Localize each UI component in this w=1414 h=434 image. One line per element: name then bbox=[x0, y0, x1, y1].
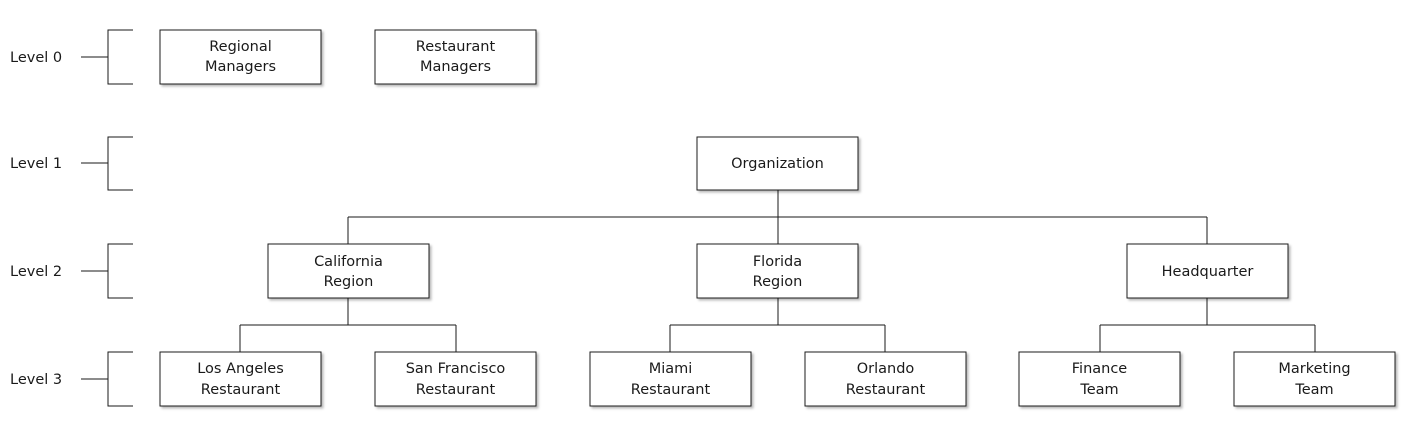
level-0-marker: Level 0 bbox=[10, 29, 133, 85]
edge-california-children bbox=[239, 298, 457, 352]
node-los-angeles-restaurant-line-1: Los Angeles bbox=[197, 361, 284, 377]
node-restaurant-managers-line-1: Restaurant bbox=[416, 39, 496, 55]
level-3-marker: Level 3 bbox=[10, 351, 133, 407]
level-2-label: Level 2 bbox=[10, 264, 62, 280]
node-california-region: California Region bbox=[267, 243, 430, 299]
node-california-region-line-1: California bbox=[314, 254, 383, 270]
level-1-bracket bbox=[81, 136, 133, 191]
node-regional-managers-line-2: Managers bbox=[205, 59, 276, 75]
node-los-angeles-restaurant-line-2: Restaurant bbox=[201, 382, 281, 398]
node-marketing-team: Marketing Team bbox=[1233, 351, 1396, 407]
node-finance-team-line-1: Finance bbox=[1072, 361, 1128, 377]
edge-organization-children bbox=[347, 190, 1208, 244]
node-regional-managers: Regional Managers bbox=[159, 29, 322, 85]
node-miami-restaurant-line-1: Miami bbox=[649, 361, 693, 377]
node-california-region-line-2: Region bbox=[324, 274, 374, 290]
node-orlando-restaurant-line-1: Orlando bbox=[857, 361, 915, 377]
node-orlando-restaurant-line-2: Restaurant bbox=[846, 382, 926, 398]
level-1-label: Level 1 bbox=[10, 156, 62, 172]
node-miami-restaurant-line-2: Restaurant bbox=[631, 382, 711, 398]
edge-florida-children bbox=[669, 298, 886, 352]
node-restaurant-managers: Restaurant Managers bbox=[374, 29, 537, 85]
level-0-bracket bbox=[81, 29, 133, 85]
edge-headquarter-children bbox=[1099, 298, 1316, 352]
node-san-francisco-restaurant-line-1: San Francisco bbox=[406, 361, 506, 377]
node-organization: Organization bbox=[696, 136, 859, 191]
node-miami-restaurant: Miami Restaurant bbox=[589, 351, 752, 407]
level-2-marker: Level 2 bbox=[10, 243, 133, 299]
node-florida-region: Florida Region bbox=[696, 243, 859, 299]
node-marketing-team-line-1: Marketing bbox=[1278, 361, 1350, 377]
node-finance-team: Finance Team bbox=[1018, 351, 1181, 407]
node-los-angeles-restaurant: Los Angeles Restaurant bbox=[159, 351, 322, 407]
level-2-bracket bbox=[81, 243, 133, 299]
node-orlando-restaurant: Orlando Restaurant bbox=[804, 351, 967, 407]
level-1-marker: Level 1 bbox=[10, 136, 133, 191]
node-san-francisco-restaurant-line-2: Restaurant bbox=[416, 382, 496, 398]
level-0-label: Level 0 bbox=[10, 50, 62, 66]
node-headquarter-line-1: Headquarter bbox=[1162, 264, 1254, 280]
node-restaurant-managers-line-2: Managers bbox=[420, 59, 491, 75]
node-florida-region-line-1: Florida bbox=[753, 254, 802, 270]
node-florida-region-line-2: Region bbox=[753, 274, 803, 290]
node-finance-team-line-2: Team bbox=[1079, 382, 1118, 398]
node-headquarter: Headquarter bbox=[1126, 243, 1289, 299]
node-san-francisco-restaurant: San Francisco Restaurant bbox=[374, 351, 537, 407]
node-marketing-team-line-2: Team bbox=[1294, 382, 1333, 398]
level-3-bracket bbox=[81, 351, 133, 407]
node-organization-line-1: Organization bbox=[731, 156, 824, 172]
connector-lines bbox=[239, 190, 1316, 352]
level-3-label: Level 3 bbox=[10, 372, 62, 388]
node-regional-managers-line-1: Regional bbox=[209, 39, 272, 55]
